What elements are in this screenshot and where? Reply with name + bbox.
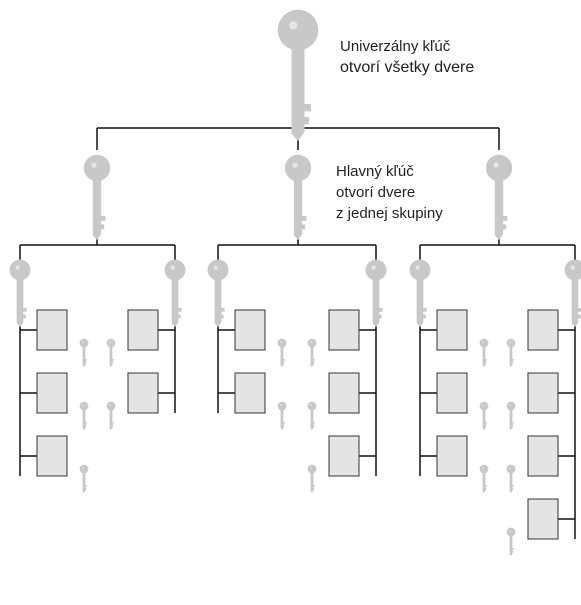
main-key-label-line-2: otvorí dvere: [336, 184, 416, 201]
door: [527, 498, 559, 540]
master-key-label-line-2: otvorí všetky dvere: [340, 59, 475, 76]
door: [436, 372, 468, 414]
main-key-label: Hlavný kľúč otvorí dvere z jednej skupin…: [336, 161, 443, 224]
main-key-icon: [284, 154, 312, 240]
door-key-icon: [307, 464, 317, 493]
master-key-icon: [277, 9, 319, 141]
door: [328, 372, 360, 414]
door: [527, 309, 559, 351]
door-key-icon: [79, 338, 89, 367]
door: [127, 309, 159, 351]
door: [328, 309, 360, 351]
group-key-icon: [207, 259, 229, 327]
door: [36, 435, 68, 477]
group-key-icon: [164, 259, 186, 327]
door: [36, 309, 68, 351]
master-key-label-line-1: Univerzálny kľúč: [340, 38, 451, 55]
door-key-icon: [307, 401, 317, 430]
door: [36, 372, 68, 414]
door-key-icon: [479, 401, 489, 430]
door-key-icon: [506, 338, 516, 367]
door: [436, 309, 468, 351]
doors-layer: [36, 309, 559, 540]
door-key-icon: [506, 401, 516, 430]
door-key-icon: [307, 338, 317, 367]
door: [527, 372, 559, 414]
main-key-label-line-1: Hlavný kľúč: [336, 163, 414, 180]
door: [234, 372, 266, 414]
door-key-icon: [506, 464, 516, 493]
group-key-icon: [9, 259, 31, 327]
door-key-icon: [479, 464, 489, 493]
door-key-icon: [79, 464, 89, 493]
door-key-icon: [277, 338, 287, 367]
main-key-label-line-3: z jednej skupiny: [336, 205, 443, 222]
door-key-icon: [106, 338, 116, 367]
door: [527, 435, 559, 477]
door: [436, 435, 468, 477]
group-key-icon: [365, 259, 387, 327]
door-key-icon: [79, 401, 89, 430]
door: [127, 372, 159, 414]
door-key-icon: [106, 401, 116, 430]
group-key-icon: [564, 259, 581, 328]
group-key-icon: [409, 259, 431, 327]
door: [328, 435, 360, 477]
door-key-icon: [506, 527, 516, 556]
keys-layer: [9, 9, 581, 556]
door-key-icon: [277, 401, 287, 430]
door-key-icon: [479, 338, 489, 367]
main-key-icon: [83, 154, 111, 240]
master-key-label: Univerzálny kľúč otvorí všetky dvere: [340, 36, 474, 78]
door: [234, 309, 266, 351]
main-key-icon: [485, 154, 513, 240]
